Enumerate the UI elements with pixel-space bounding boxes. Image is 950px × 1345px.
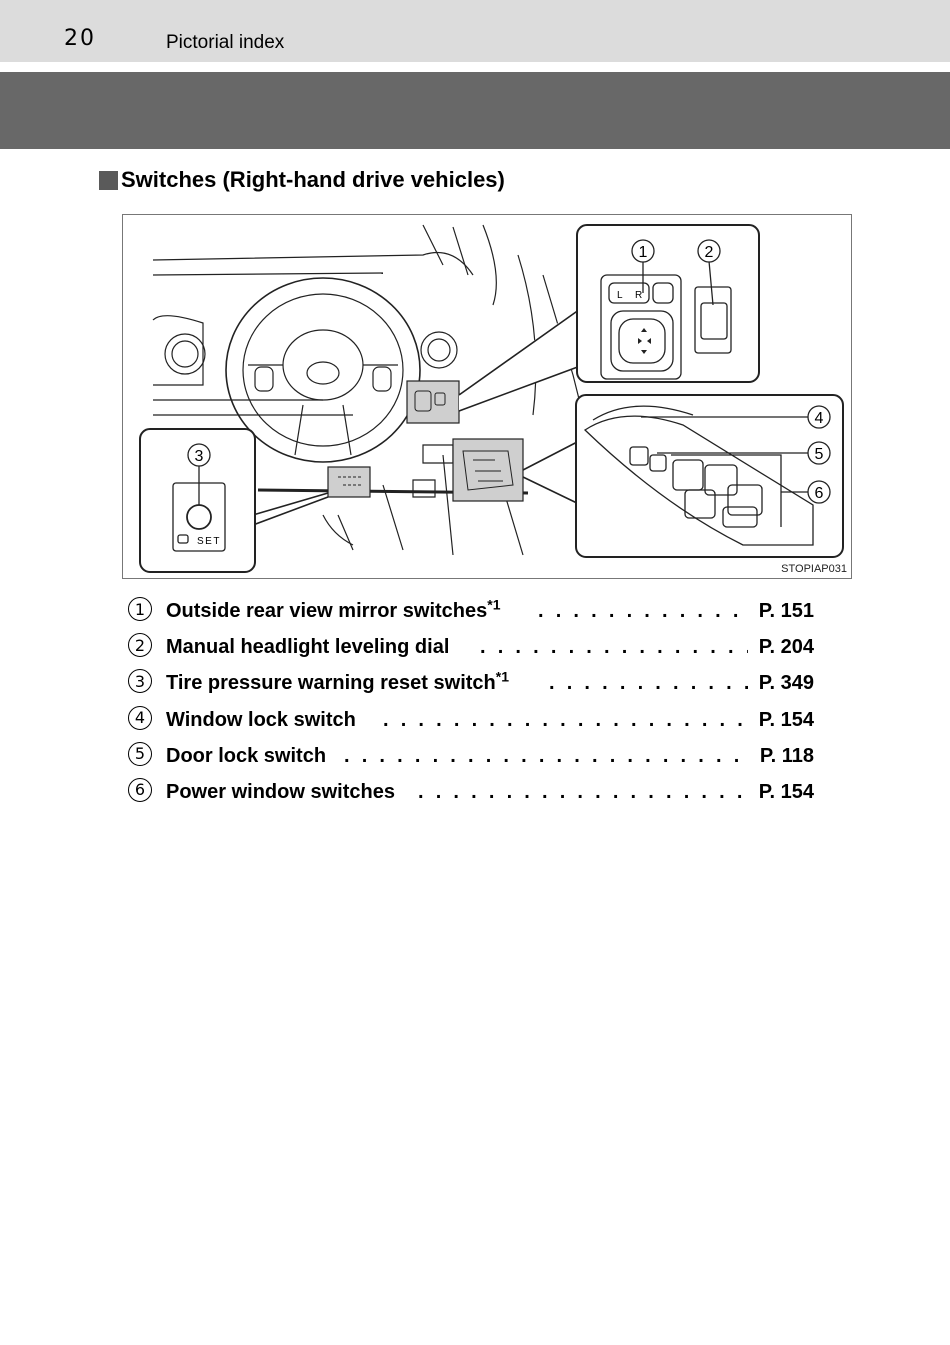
callout-box-door [575,394,844,558]
list-item[interactable]: 1 Outside rear view mirror switches*1 . … [128,596,818,632]
index-list: 1 Outside rear view mirror switches*1 . … [128,596,818,813]
svg-text:6: 6 [815,485,824,502]
svg-text:2: 2 [705,244,714,261]
item-number: 5 [128,741,152,766]
callout-4: 4 [807,405,831,429]
item-title: Manual headlight leveling dial [166,636,450,659]
dot-leader: . . . . . . . . . . . . . . . . . . [538,600,748,622]
item-number: 4 [128,705,152,730]
item-title: Outside rear view mirror switches*1 [166,596,501,622]
figure-code: STOPIAP031 [781,563,847,575]
mirror-left-label: L [617,290,623,301]
list-item[interactable]: 6 Power window switches . . . . . . . . … [128,777,818,813]
list-item[interactable]: 4 Window lock switch . . . . . . . . . .… [128,705,818,741]
svg-text:1: 1 [639,244,648,261]
item-title: Power window switches [166,780,395,803]
page-reference[interactable]: P. 151 [758,600,814,622]
heading-text: Switches (Right-hand drive vehicles) [121,167,505,192]
item-title: Window lock switch [166,708,356,731]
header-divider-band [0,72,950,149]
mirror-right-label: R [635,290,642,301]
list-item[interactable]: 3 Tire pressure warning reset switch*1 .… [128,668,818,704]
section-title: Pictorial index [166,32,285,53]
dot-leader: . . . . . . . . . . . . . . . . . . . . … [418,780,748,803]
page-header: 20 Pictorial index [0,0,950,62]
callout-5: 5 [807,441,831,465]
callout-3: 3 [187,443,211,467]
svg-text:4: 4 [815,410,824,427]
cockpit-drawing: L R 1 2 4 [139,224,844,573]
dot-leader: . . . . . . . . . . . . . . . . . . . . … [383,708,748,731]
callout-2: 2 [697,239,721,263]
tpws-set-label: SET [197,536,221,547]
page-reference[interactable]: P. 154 [758,780,814,803]
item-title: Door lock switch [166,744,327,767]
callout-6: 6 [807,480,831,504]
footnote-marker: *1 [487,596,501,613]
list-item[interactable]: 2 Manual headlight leveling dial . . . .… [128,632,818,668]
callout-1: 1 [631,239,655,263]
svg-text:5: 5 [815,446,824,463]
dot-leader: . . . . . . . . . . . . . . . . . . . . … [344,744,748,767]
subsection-heading: Switches (Right-hand drive vehicles) [99,167,505,193]
page-reference[interactable]: P. 154 [758,708,814,731]
item-number: 2 [128,633,152,658]
callout-box-tpws [139,428,256,573]
item-title: Tire pressure warning reset switch*1 [166,668,509,695]
switches-illustration: L R 1 2 4 [122,214,852,579]
svg-text:3: 3 [195,448,204,465]
list-item[interactable]: 5 Door lock switch . . . . . . . . . . .… [128,741,818,777]
item-number: 3 [128,669,152,694]
heading-square-icon [99,170,118,190]
page-reference[interactable]: P. 118 [759,744,814,767]
item-number: 1 [128,597,152,621]
dot-leader: . . . . . . . . . . . . . . . . . [549,672,748,695]
page-reference[interactable]: P. 204 [758,636,814,659]
dot-leader: . . . . . . . . . . . . . . . . . . . . … [480,636,748,659]
page-number: 20 [64,26,96,51]
item-number: 6 [128,777,152,802]
footnote-marker: *1 [495,668,509,685]
page-reference[interactable]: P. 349 [758,672,814,695]
